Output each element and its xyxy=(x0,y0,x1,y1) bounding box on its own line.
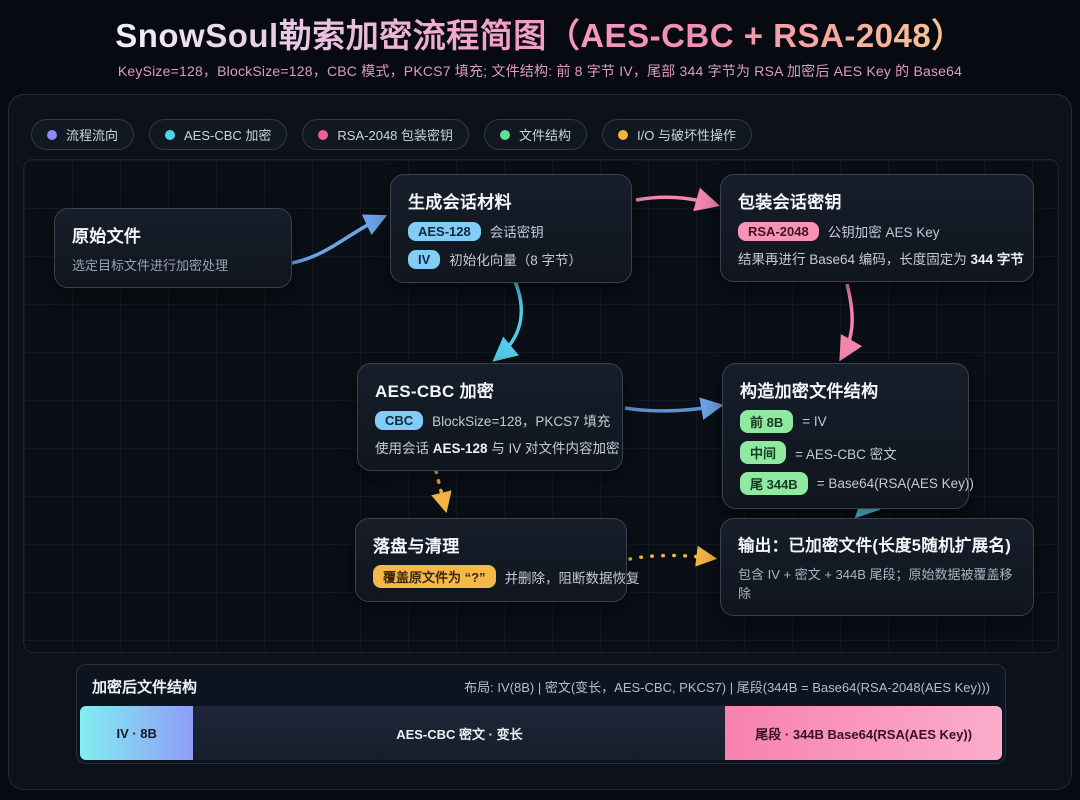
node-title: 输出：已加密文件(长度5随机扩展名) xyxy=(738,537,1012,555)
file-structure-bar: IV · 8B AES-CBC 密文 · 变长 尾段 · 344B Base64… xyxy=(80,706,1002,760)
page-subtitle: KeySize=128，BlockSize=128，CBC 模式，PKCS7 填… xyxy=(117,63,963,79)
legend-dot-icon xyxy=(165,129,176,140)
node-title: 包装会话密钥 xyxy=(738,193,842,212)
node-source: 原始文件 选定目标文件进行加密处理 xyxy=(54,208,292,288)
head-8b-badge: 前 8B xyxy=(740,410,794,433)
header: SnowSoul勒索加密流程简图（AES-CBC + RSA-2048） Key… xyxy=(0,0,1080,92)
node-title: AES-CBC 加密 xyxy=(375,382,495,401)
legend-label: AES-CBC 加密 xyxy=(184,128,272,143)
node-title: 生成会话材料 xyxy=(408,193,512,212)
cbc-badge: CBC xyxy=(375,410,424,430)
page-title: SnowSoul勒索加密流程简图（AES-CBC + RSA-2048） xyxy=(115,9,965,57)
node-row: 结果再进行 Base64 编码，长度固定为 344 字节 xyxy=(738,248,1024,268)
arrow-encrypt-to-cleanup xyxy=(431,469,452,514)
legend-dot-icon xyxy=(47,129,57,140)
main-panel: 流程流向 AES-CBC 加密 RSA-2048 包装密钥 文件结构 I/O 与… xyxy=(8,94,1072,790)
arrow-source-to-session xyxy=(291,214,388,265)
row-text: = Base64(RSA(AES Key)) xyxy=(816,476,974,491)
legend-chip-filestruct: 文件结构 xyxy=(484,119,588,150)
tail-344b-badge: 尾 344B xyxy=(740,472,808,495)
node-row: AES-128 会话密钥 xyxy=(408,221,614,241)
row-text: 会话密钥 xyxy=(489,225,544,240)
legend-chip-flow: 流程流向 xyxy=(31,119,135,150)
segment-tail: 尾段 · 344B Base64(RSA(AES Key)) xyxy=(725,706,1002,760)
node-encrypt: AES-CBC 加密 CBC BlockSize=128，PKCS7 填充 使用… xyxy=(357,363,623,471)
node-cleanup: 落盘与清理 覆盖原文件为 “?” 并删除，阻断数据恢复 xyxy=(355,518,640,602)
node-wrap: 包装会话密钥 RSA-2048 公钥加密 AES Key 结果再进行 Base6… xyxy=(720,174,1034,282)
legend-chip-aes: AES-CBC 加密 xyxy=(149,119,288,150)
legend-chip-rsa: RSA-2048 包装密钥 xyxy=(302,119,470,150)
node-session: 生成会话材料 AES-128 会话密钥 IV 初始化向量（8 字节） xyxy=(390,174,632,283)
file-structure-panel: 加密后文件结构 布局: IV(8B) | 密文(变长，AES-CBC, PKCS… xyxy=(76,664,1006,764)
row-text: = AES-CBC 密文 xyxy=(795,446,897,462)
legend-dot-icon xyxy=(500,129,511,140)
row-text: BlockSize=128，PKCS7 填充 xyxy=(432,414,611,429)
node-row: 尾 344B = Base64(RSA(AES Key)) xyxy=(740,472,974,495)
node-title: 落盘与清理 xyxy=(373,537,460,556)
row-text: 使用会话 AES-128 与 IV 对文件内容加密 xyxy=(375,441,620,456)
arrow-encrypt-to-structure xyxy=(624,397,724,420)
legend-label: RSA-2048 包装密钥 xyxy=(337,128,454,143)
file-structure-header: 加密后文件结构 布局: IV(8B) | 密文(变长，AES-CBC, PKCS… xyxy=(77,665,1005,704)
node-title: 构造加密文件结构 xyxy=(740,382,879,401)
segment-label: AES-CBC 密文 · 变长 xyxy=(396,726,523,742)
node-desc: 选定目标文件进行加密处理 xyxy=(72,258,229,273)
node-row: 前 8B = IV xyxy=(740,410,951,433)
node-row: 使用会话 AES-128 与 IV 对文件内容加密 xyxy=(375,437,620,457)
segment-label: IV · 8B xyxy=(116,725,157,741)
segment-iv: IV · 8B xyxy=(80,706,194,760)
arrow-session-to-wrap xyxy=(635,187,721,212)
legend-label: 流程流向 xyxy=(66,128,119,143)
aes128-badge: AES-128 xyxy=(408,221,481,241)
node-title: 原始文件 xyxy=(72,227,142,246)
node-row: 中间 = AES-CBC 密文 xyxy=(740,441,951,464)
legend-label: I/O 与破坏性操作 xyxy=(637,128,736,143)
file-structure-layout-note: 布局: IV(8B) | 密文(变长，AES-CBC, PKCS7) | 尾段(… xyxy=(464,680,990,695)
node-desc: 包含 IV + 密文 + 344B 尾段；原始数据被覆盖移除 xyxy=(738,567,1013,601)
node-row: IV 初始化向量（8 字节） xyxy=(408,249,614,269)
row-text: 并删除，阻断数据恢复 xyxy=(504,570,640,586)
row-text: 公钥加密 AES Key xyxy=(827,225,940,240)
legend-label: 文件结构 xyxy=(519,128,572,143)
segment-label: 尾段 · 344B Base64(RSA(AES Key)) xyxy=(755,726,973,742)
legend-dot-icon xyxy=(618,129,629,140)
flow-canvas: 原始文件 选定目标文件进行加密处理 生成会话材料 AES-128 会话密钥 IV… xyxy=(23,159,1059,653)
row-text: = IV xyxy=(802,414,827,429)
middle-badge: 中间 xyxy=(740,441,787,464)
file-structure-title: 加密后文件结构 xyxy=(92,679,198,696)
node-row: RSA-2048 公钥加密 AES Key xyxy=(738,221,1016,241)
node-row: CBC BlockSize=128，PKCS7 填充 xyxy=(375,410,610,430)
node-row: 覆盖原文件为 “?” 并删除，阻断数据恢复 xyxy=(373,565,640,588)
overwrite-badge: 覆盖原文件为 “?” xyxy=(373,565,496,588)
arrow-wrap-to-structure xyxy=(839,283,863,362)
node-output: 输出：已加密文件(长度5随机扩展名) 包含 IV + 密文 + 344B 尾段；… xyxy=(720,518,1034,616)
legend-chip-io: I/O 与破坏性操作 xyxy=(602,119,752,150)
iv-badge: IV xyxy=(408,249,441,269)
row-text: 初始化向量（8 字节） xyxy=(449,253,583,268)
row-text: 结果再进行 Base64 编码，长度固定为 344 字节 xyxy=(738,252,1024,267)
legend-dot-icon xyxy=(318,129,329,140)
node-structure: 构造加密文件结构 前 8B = IV 中间 = AES-CBC 密文 尾 344… xyxy=(722,363,974,509)
legend: 流程流向 AES-CBC 加密 RSA-2048 包装密钥 文件结构 I/O 与… xyxy=(31,119,752,150)
arrow-session-to-encrypt xyxy=(492,278,523,362)
arrow-cleanup-to-output xyxy=(628,545,718,567)
rsa2048-badge: RSA-2048 xyxy=(738,221,819,241)
segment-ciphertext: AES-CBC 密文 · 变长 xyxy=(193,706,726,760)
